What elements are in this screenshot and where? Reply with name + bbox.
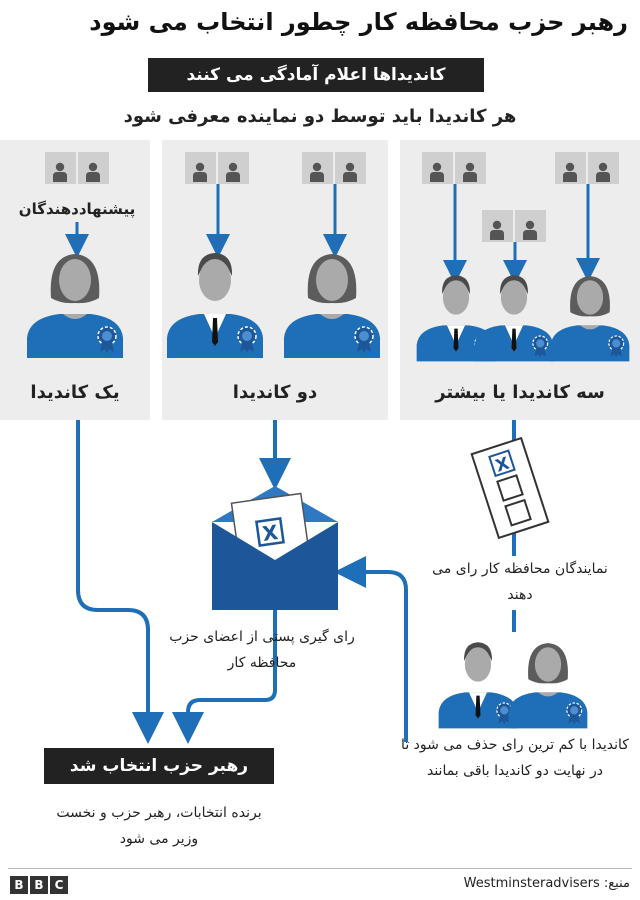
bbc-logo: B B C [10, 876, 68, 894]
proposer-pair-icon [555, 152, 619, 184]
svg-text:X: X [493, 454, 512, 477]
elimination-note: کاندیدا با کم ترین رای حذف می شود تا در … [401, 737, 629, 779]
woman-candidate-icon [284, 254, 380, 358]
proposers-label: پیشنهاددهندگان [18, 200, 136, 218]
footer-divider [8, 868, 632, 869]
woman-candidate-icon [27, 254, 123, 358]
proposer-pair-icon [302, 152, 366, 184]
flow-arrow-back-to-postal [334, 556, 408, 742]
flow-arrow-postal-to-leader [172, 610, 277, 744]
nomination-rule-subtitle: هر کاندیدا باید توسط دو نماینده معرفی شو… [123, 106, 517, 127]
three-candidates-label: سه کاندیدا یا بیشتر [435, 382, 605, 403]
woman-candidate-icon [551, 276, 630, 361]
man-finalist-icon [439, 642, 518, 728]
winner-note: برنده انتخابات، رهبر حزب و نخست وزیر می … [56, 805, 262, 847]
proposer-pair-icon [45, 152, 109, 184]
flow-arrow-one-candidate [76, 420, 164, 744]
proposer-pair-icon [422, 152, 486, 184]
woman-finalist-icon [509, 643, 588, 728]
proposer-pair-icon [185, 152, 249, 184]
envelope-icon: X [212, 486, 338, 610]
ballot-paper-icon: X [470, 436, 550, 540]
mp-vote-note: نمایندگان محافظه کار رای می دهند [432, 561, 608, 603]
man-candidate-icon [167, 253, 263, 358]
page-title: رهبر حزب محافظه کار چطور انتخاب می شود [89, 8, 628, 36]
leader-elected-box: رهبر حزب انتخاب شد [44, 748, 274, 784]
logo-letter: B [30, 876, 48, 894]
logo-letter: C [50, 876, 68, 894]
two-candidates-label: دو کاندیدا [232, 382, 318, 403]
proposer-pair-icon [482, 210, 546, 242]
logo-letter: B [10, 876, 28, 894]
svg-text:X: X [261, 520, 280, 546]
source-credit: منبع: Westminsteradvisers [463, 876, 630, 891]
one-candidate-label: یک کاندیدا [30, 382, 120, 403]
postal-vote-note: رای گیری پستی از اعضای حزب محافظه کار [169, 629, 355, 671]
man-candidate-icon [475, 275, 554, 361]
candidates-announce-banner: کاندیداها اعلام آمادگی می کنند [148, 58, 484, 92]
